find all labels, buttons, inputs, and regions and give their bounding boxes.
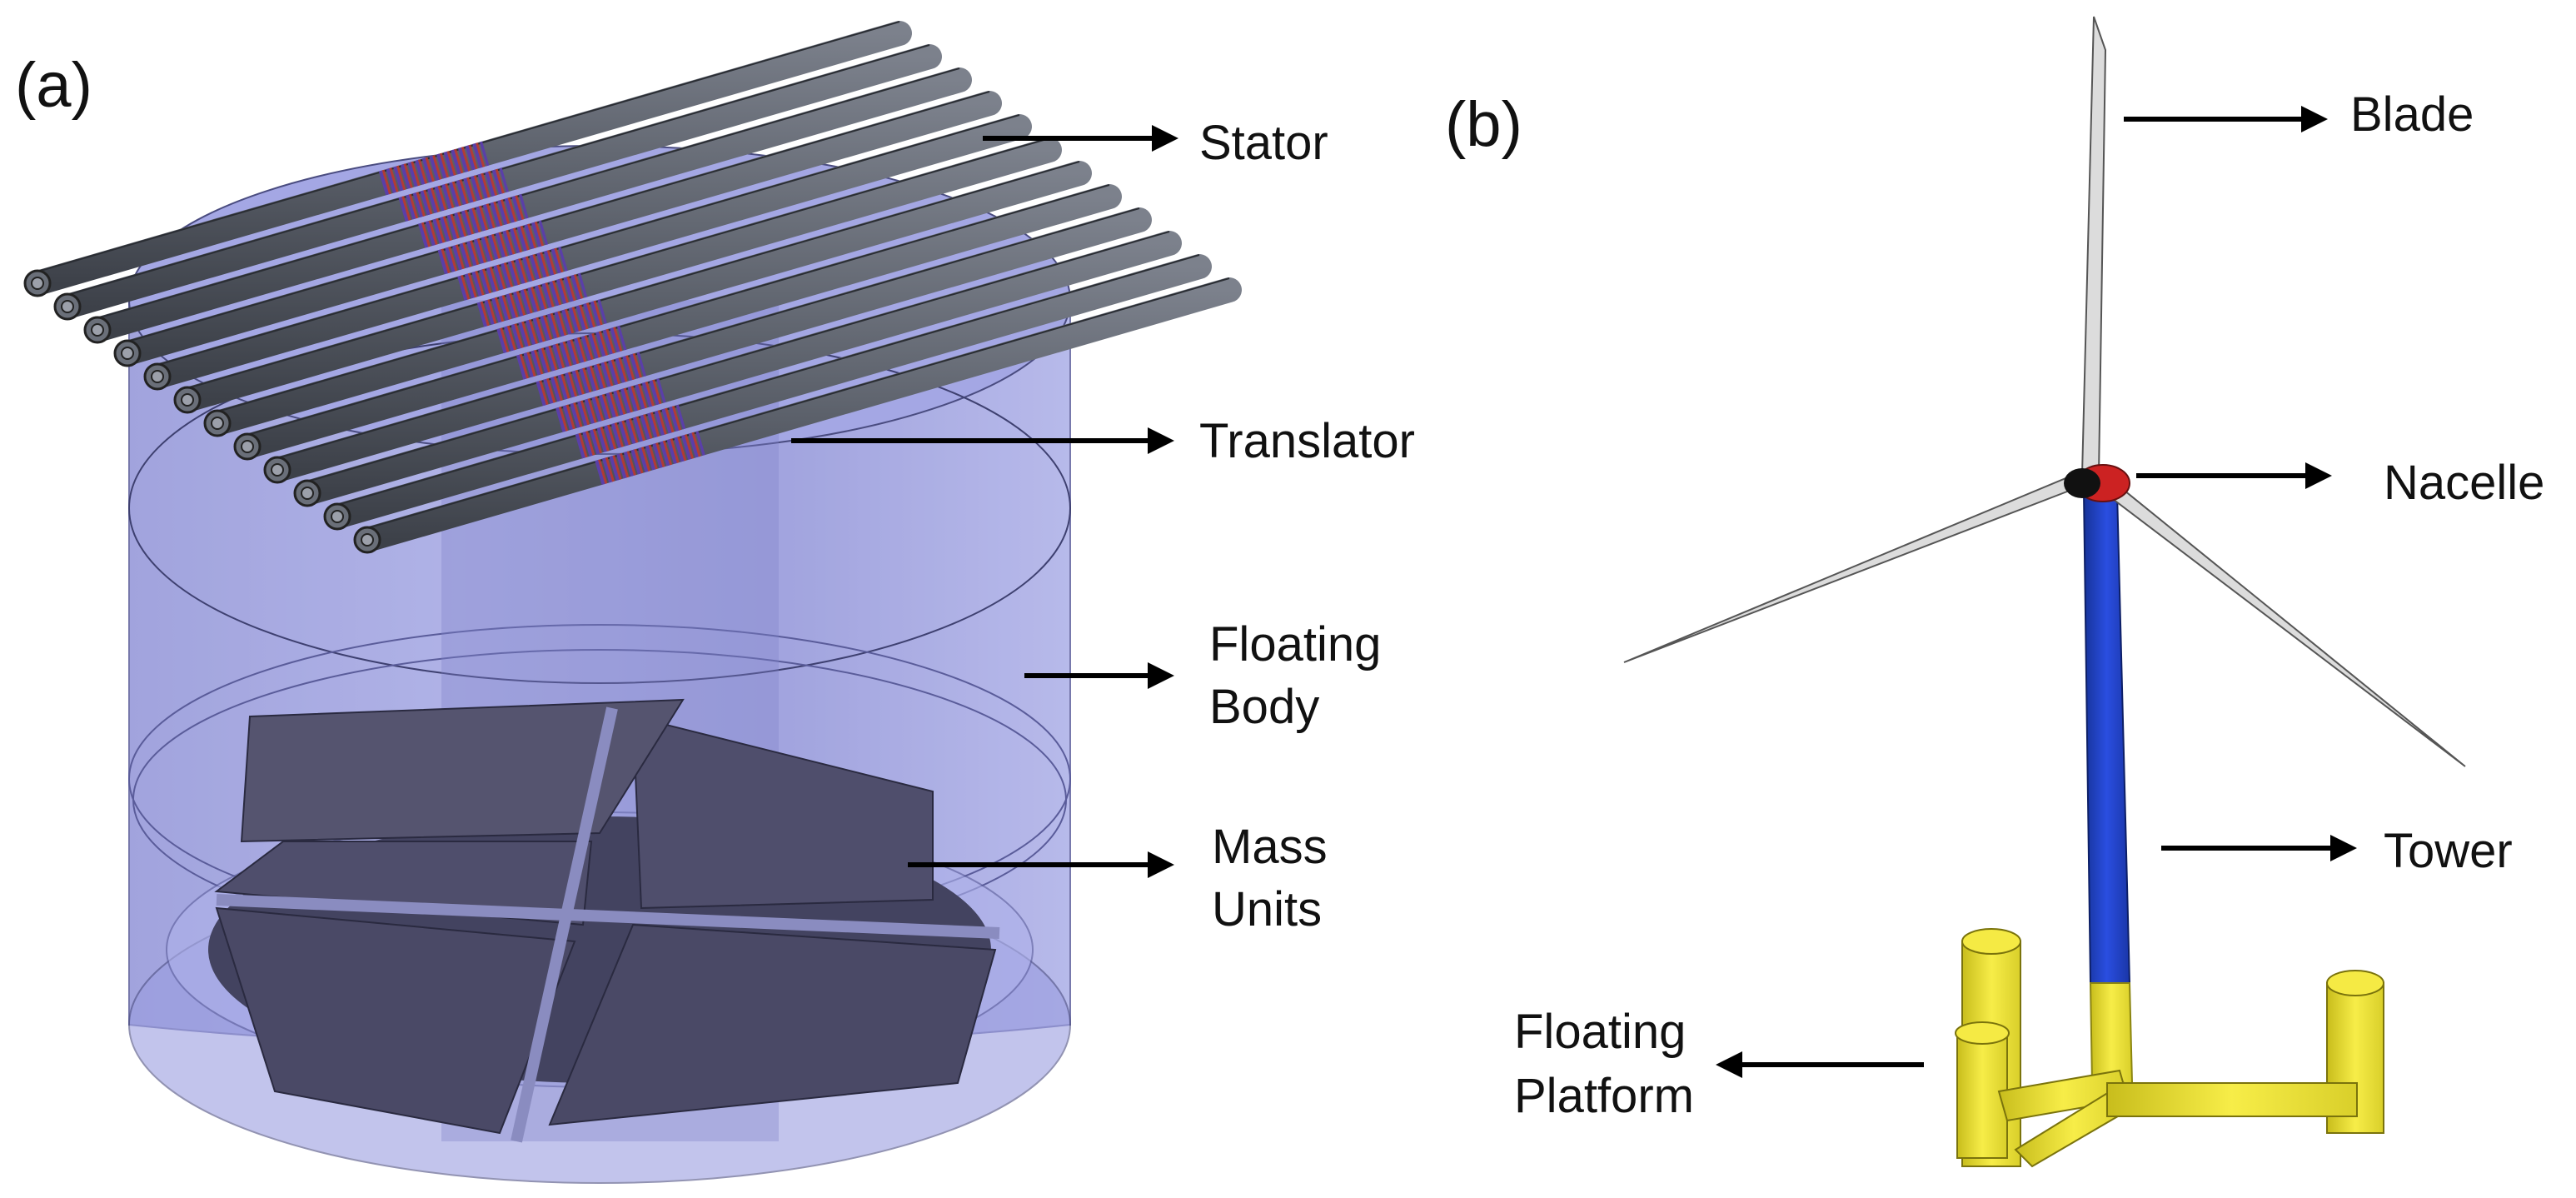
mass-units-label-line1: Mass: [1212, 820, 1328, 874]
mass-units-arrow: [908, 851, 1174, 878]
stator-shape: [23, 21, 1242, 554]
translator-shape: [378, 141, 705, 486]
blade-label: Blade: [2350, 87, 2474, 142]
blades-shape: [1623, 16, 2466, 767]
translator-coil: [536, 352, 647, 407]
stator-tube-bore: [91, 323, 104, 337]
stator-tube-edge: [306, 231, 1170, 482]
translator-coil: [516, 325, 627, 380]
stator-tube: [325, 254, 1212, 529]
stator-tube-bore: [211, 417, 224, 430]
stator-tube-edge: [157, 114, 1020, 366]
mass-units-shape: [208, 698, 1000, 1143]
floating-body-label-line1: Floating: [1209, 617, 1382, 671]
stator-tube-edge: [277, 207, 1140, 459]
wave-energy-converter: [23, 21, 1242, 1184]
mass-units-label-line2: Units: [1212, 882, 1323, 936]
stator-tube-edge: [97, 67, 960, 319]
stator-tube: [265, 207, 1152, 482]
stator-tube-bore: [61, 300, 74, 313]
stator-tube-bore: [181, 393, 194, 407]
stator-arrow: [983, 125, 1178, 152]
floating-body-label-line2: Body: [1209, 680, 1320, 734]
stator-tube-bore: [361, 533, 374, 547]
floating-platform-arrow: [1716, 1051, 1924, 1078]
stator-tube-bore: [301, 487, 314, 500]
stator-tube-bore: [151, 370, 164, 383]
translator-coil: [417, 193, 529, 248]
stator-tube-bore: [331, 510, 344, 523]
floating-body-arrow: [1024, 662, 1174, 689]
stator-tube: [85, 67, 972, 342]
stator-tube: [175, 137, 1062, 412]
stator-tube-edge: [67, 44, 930, 296]
stator-tube: [295, 231, 1182, 506]
blade-arrow: [2124, 106, 2328, 132]
stator-tube: [145, 114, 1032, 389]
stator-tube: [355, 277, 1242, 552]
wind-turbine: [1623, 16, 2466, 1168]
nacelle-label: Nacelle: [2384, 456, 2545, 510]
tower-shape: [2082, 491, 2131, 984]
stator-tube-bore: [121, 347, 134, 360]
translator-coil: [378, 141, 490, 196]
translator-coil: [575, 404, 686, 459]
translator-coil: [398, 167, 509, 222]
floating-platform-shape: [1955, 928, 2384, 1168]
stator-tube: [205, 161, 1092, 436]
panel-a-label: (a): [15, 50, 92, 121]
nacelle-arrow: [2136, 462, 2332, 489]
stator-tube: [235, 184, 1122, 459]
stator-tube-edge: [187, 137, 1050, 389]
stator-tube-edge: [217, 161, 1080, 412]
translator-label: Translator: [1199, 414, 1415, 468]
floating-platform-label-line1: Floating: [1514, 1005, 1687, 1059]
stator-label: Stator: [1199, 116, 1328, 170]
stator-tube-bore: [271, 463, 284, 477]
translator-coil: [556, 377, 666, 432]
translator-coil: [437, 220, 549, 275]
panel-b-label: (b): [1445, 89, 1522, 160]
stator-tube-edge: [127, 91, 990, 342]
tower-label: Tower: [2384, 824, 2513, 878]
stator-tube-bore: [31, 277, 44, 290]
stator-tube: [25, 21, 912, 296]
translator-coil: [457, 246, 568, 301]
translator-coil: [496, 299, 607, 354]
floating-platform-label-line2: Platform: [1514, 1069, 1694, 1123]
stator-tube-edge: [366, 277, 1230, 529]
nacelle-shape: [2064, 464, 2130, 502]
stator-tube-edge: [247, 184, 1110, 436]
stator-tube-edge: [336, 254, 1200, 506]
stator-tube: [115, 91, 1002, 366]
translator-coil: [595, 431, 705, 486]
translator-coil: [476, 272, 588, 327]
translator-arrow: [791, 427, 1174, 454]
stator-tube-bore: [241, 440, 254, 453]
tower-arrow: [2161, 835, 2357, 861]
